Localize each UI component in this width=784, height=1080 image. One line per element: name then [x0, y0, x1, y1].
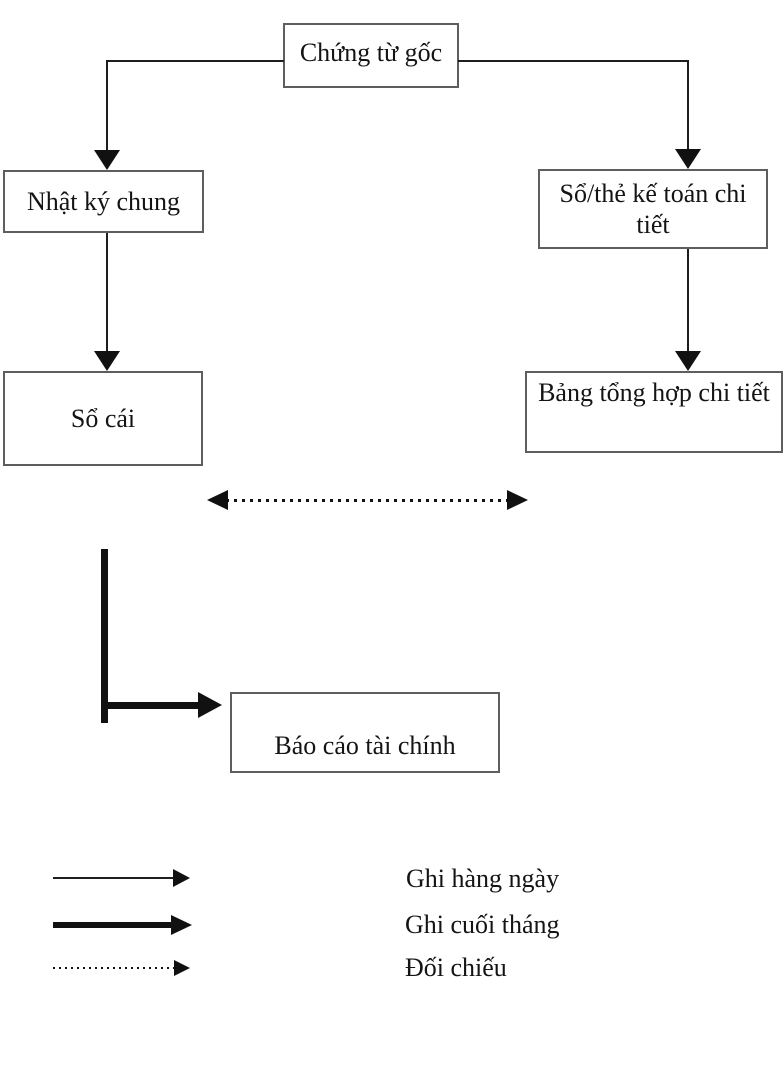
reconciliation-dotted-line — [226, 499, 509, 502]
node-detail-summary: Bảng tổng hợp chi tiết — [525, 371, 783, 453]
arrowhead-down-icon — [94, 351, 120, 371]
node-financial-statements-label: Báo cáo tài chính — [274, 730, 456, 760]
arrowhead-right-icon — [173, 869, 190, 887]
thin-arrow-icon — [53, 877, 174, 879]
node-detail-ledger-cards-label: Sổ/thẻ kế toán chi tiết — [559, 178, 747, 239]
connector-source-to-journal-vertical — [106, 60, 108, 151]
connector-source-to-detail-vertical — [687, 60, 689, 150]
arrowhead-right-icon — [198, 692, 222, 718]
arrowhead-down-icon — [675, 351, 701, 371]
node-financial-statements: Báo cáo tài chính — [230, 692, 500, 773]
node-general-ledger: Sổ cái — [3, 371, 203, 466]
legend-label-monthend: Ghi cuối tháng — [405, 910, 560, 939]
node-source-documents-label: Chứng từ gốc — [299, 37, 443, 67]
arrowhead-right-icon — [507, 490, 528, 510]
node-general-journal: Nhật ký chung — [3, 170, 204, 233]
dotted-arrow-icon — [53, 967, 176, 969]
arrowhead-left-icon — [207, 490, 228, 510]
legend-label-daily: Ghi hàng ngày — [406, 864, 560, 893]
arrowhead-down-icon — [675, 149, 701, 169]
connector-detail-to-summary — [687, 249, 689, 352]
arrowhead-down-icon — [94, 150, 120, 170]
connector-journal-to-ledger — [106, 233, 108, 352]
node-detail-summary-label: Bảng tổng hợp chi tiết — [538, 378, 770, 407]
connector-source-to-detail-horizontal — [458, 60, 689, 62]
node-source-documents: Chứng từ gốc — [283, 23, 459, 88]
arrowhead-right-icon — [174, 960, 190, 976]
monthend-connector-horizontal — [101, 702, 199, 709]
node-general-ledger-label: Sổ cái — [70, 403, 136, 433]
node-general-journal-label: Nhật ký chung — [26, 186, 181, 216]
legend-label-reconcile: Đối chiếu — [405, 953, 507, 982]
connector-source-to-journal-horizontal — [107, 60, 284, 62]
arrowhead-right-icon — [171, 915, 192, 935]
node-detail-ledger-cards: Sổ/thẻ kế toán chi tiết — [538, 169, 768, 249]
monthend-connector-vertical — [101, 549, 108, 723]
thick-arrow-icon — [53, 922, 173, 928]
